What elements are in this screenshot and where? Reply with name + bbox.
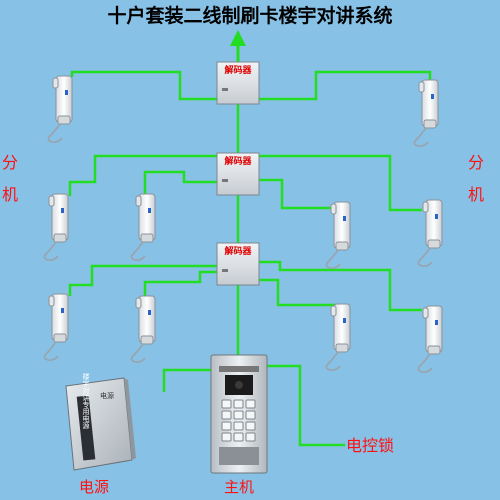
handset-icon [413,79,439,147]
decoder-label: 解码器 [224,245,252,257]
keypad-key [221,421,232,431]
keypad-key [233,399,244,409]
wiring [68,64,432,447]
speaker-grille [219,366,259,372]
handset-icon [417,199,443,267]
keypad-key [245,399,256,409]
keypad-key [233,421,244,431]
handset-icon [130,295,156,363]
power-label: 电源 [79,478,109,496]
keypad-key [221,410,232,420]
handset-icon [43,193,69,261]
power-box-top-text: 电源 [100,391,114,400]
card-reader-area [219,447,259,465]
main-unit-label: 主机 [224,478,254,496]
side-label-left-1: 分 [2,153,18,172]
handset-icon [43,293,69,361]
keypad-key [233,432,244,442]
keypad [221,399,256,442]
handset-icon [325,201,351,269]
side-label-right-2: 机 [468,185,484,204]
handset-icon [325,303,351,371]
handset-group [43,75,443,373]
keypad-key [221,399,232,409]
decoder-label: 解码器 [224,155,252,167]
keypad-key [221,432,232,442]
keypad-key [245,432,256,442]
side-label-right-1: 分 [468,153,484,172]
handset-icon [417,305,443,373]
decoder-box: 解码器 [216,152,260,196]
lock-label: 电控锁 [346,436,394,455]
keypad-key [245,421,256,431]
decoder-box: 解码器 [216,242,260,286]
side-label-left-2: 机 [2,185,18,204]
main-unit-panel [210,354,268,474]
up-arrow-icon [230,30,246,64]
power-box-vertical-text: 楼宇对讲专用电源 [82,372,90,430]
decoder-box: 解码器 [216,61,260,105]
decoder-label: 解码器 [224,64,252,76]
handset-icon [47,75,73,143]
keypad-key [233,410,244,420]
handset-icon [130,193,156,261]
keypad-key [245,410,256,420]
diagram-title: 十户套装二线制刷卡楼宇对讲系统 [107,4,392,27]
power-supply-unit: 楼宇对讲专用电源 电源 [65,372,136,471]
